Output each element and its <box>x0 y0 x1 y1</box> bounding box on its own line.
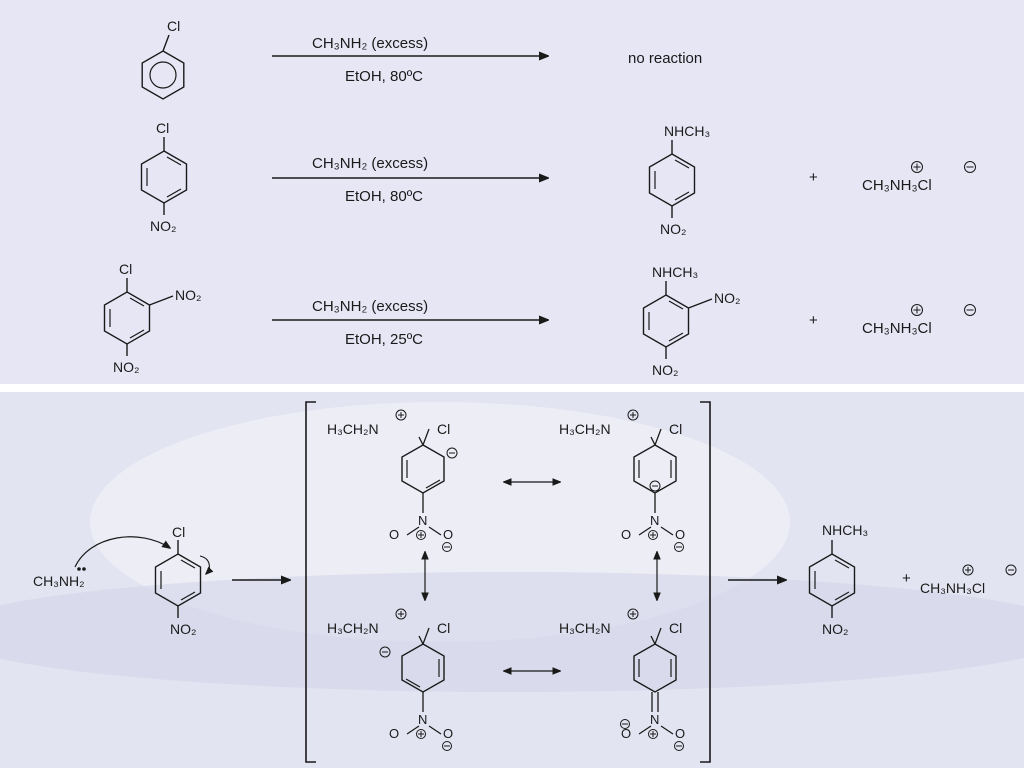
nitro-n-label: N <box>650 513 659 528</box>
charge-plus-icon <box>395 608 407 620</box>
amine-label: H₃CH₂N <box>559 421 611 437</box>
oxygen-label: O <box>675 527 685 542</box>
reaction-1: Cl CH₃NH₂ (excess) EtOH, 80ºC no reactio… <box>141 18 702 100</box>
amine-label: H₃CH₂N <box>327 620 379 636</box>
meisenheimer-intermediate-b: H₃CH₂N Cl N O O <box>559 409 685 552</box>
charge-minus-icon <box>379 646 391 658</box>
amine-label: H₃CH₂N <box>559 620 611 636</box>
dinitrochlorobenzene-structure: Cl NO₂ NO₂ <box>103 261 201 375</box>
reactions-svg: Cl CH₃NH₂ (excess) EtOH, 80ºC no reactio… <box>103 18 976 378</box>
charge-plus-icon <box>962 564 974 576</box>
substituent-label: Cl <box>119 261 132 277</box>
plus-sign: + <box>902 570 911 587</box>
charge-minus-icon <box>620 719 630 729</box>
substituent-label: NO₂ <box>822 621 848 637</box>
chlorobenzene-structure: Cl <box>141 18 185 100</box>
conditions-label: EtOH, 25ºC <box>345 331 423 348</box>
bracket-left <box>305 401 316 763</box>
substituent-label: NO₂ <box>714 290 740 306</box>
substrate-structure: Cl NO₂ <box>154 524 210 637</box>
charge-plus-icon <box>416 729 426 739</box>
substituent-label: Cl <box>167 18 180 34</box>
bracket-right <box>700 401 711 763</box>
n-methyl-nitroaniline-structure: NHCH₃ NO₂ <box>648 123 710 237</box>
charge-minus-icon <box>446 447 458 459</box>
no-reaction-label: no reaction <box>628 50 702 67</box>
charge-plus-icon <box>911 161 923 173</box>
oxygen-label: O <box>675 726 685 741</box>
chloride-label: Cl <box>669 620 682 636</box>
charge-minus-icon <box>674 741 684 751</box>
mechanism-svg: CH₃NH₂ Cl NO₂ H₃CH₂N Cl <box>33 401 1017 763</box>
curved-arrow <box>199 555 209 574</box>
nitro-n-label: N <box>418 513 427 528</box>
reaction-3: Cl NO₂ NO₂ CH₃NH₂ (excess) EtOH, 25ºC NH… <box>103 261 976 378</box>
nitro-n-label: N <box>650 712 659 727</box>
oxygen-label: O <box>389 726 399 741</box>
mechanism-panel: CH₃NH₂ Cl NO₂ H₃CH₂N Cl <box>0 392 1024 768</box>
substituent-label: Cl <box>156 120 169 136</box>
curved-arrow <box>74 536 170 568</box>
byproduct-label: CH₃NH₃Cl <box>920 580 985 596</box>
charge-plus-icon <box>648 729 658 739</box>
byproduct-label: CH₃NH₃Cl <box>862 320 932 337</box>
nitro-n-label: N <box>418 712 427 727</box>
charge-plus-icon <box>395 409 407 421</box>
substituent-label: Cl <box>172 524 185 540</box>
reagent-label: CH₃NH₂ (excess) <box>312 155 428 172</box>
chloride-label: Cl <box>669 421 682 437</box>
charge-minus-icon <box>442 542 452 552</box>
reagent-label: CH₃NH₂ (excess) <box>312 298 428 315</box>
oxygen-label: O <box>621 527 631 542</box>
lone-pair-dot <box>82 567 86 571</box>
reagent-label: CH₃NH₂ (excess) <box>312 35 428 52</box>
substituent-label: NO₂ <box>113 359 139 375</box>
substituent-label: NHCH₃ <box>822 522 868 538</box>
meisenheimer-intermediate-c: H₃CH₂N Cl N O O <box>327 608 453 751</box>
n-methyl-dinitroaniline-structure: NHCH₃ NO₂ NO₂ <box>642 264 740 378</box>
oxygen-label: O <box>389 527 399 542</box>
plus-sign: + <box>809 169 818 186</box>
substituent-label: NO₂ <box>660 221 686 237</box>
chloride-label: Cl <box>437 620 450 636</box>
conditions-label: EtOH, 80ºC <box>345 68 423 85</box>
chloride-label: Cl <box>437 421 450 437</box>
p-chloronitrobenzene-structure: Cl NO₂ <box>140 120 188 234</box>
charge-minus-icon <box>1005 564 1017 576</box>
amine-label: H₃CH₂N <box>327 421 379 437</box>
charge-minus-icon <box>649 480 661 492</box>
reaction-2: Cl NO₂ CH₃NH₂ (excess) EtOH, 80ºC NHCH₃ … <box>140 120 976 237</box>
product-structure: NHCH₃ NO₂ <box>808 522 868 637</box>
substituent-label: NO₂ <box>170 621 196 637</box>
charge-plus-icon <box>911 304 923 316</box>
reactions-panel: Cl CH₃NH₂ (excess) EtOH, 80ºC no reactio… <box>0 0 1024 384</box>
nucleophile-label: CH₃NH₂ <box>33 573 85 589</box>
substituent-label: NO₂ <box>150 218 176 234</box>
substituent-label: NO₂ <box>652 362 678 378</box>
charge-plus-icon <box>416 530 426 540</box>
charge-plus-icon <box>627 608 639 620</box>
substituent-label: NHCH₃ <box>664 123 710 139</box>
charge-plus-icon <box>627 409 639 421</box>
meisenheimer-intermediate-a: H₃CH₂N Cl N O O <box>327 409 458 552</box>
charge-plus-icon <box>648 530 658 540</box>
oxygen-label: O <box>621 726 631 741</box>
conditions-label: EtOH, 80ºC <box>345 188 423 205</box>
charge-minus-icon <box>964 304 976 316</box>
charge-minus-icon <box>442 741 452 751</box>
charge-minus-icon <box>674 542 684 552</box>
substituent-label: NO₂ <box>175 287 201 303</box>
oxygen-label: O <box>443 726 453 741</box>
byproduct-label: CH₃NH₃Cl <box>862 177 932 194</box>
oxygen-label: O <box>443 527 453 542</box>
lone-pair-dot <box>77 567 81 571</box>
meisenheimer-intermediate-d: H₃CH₂N Cl N O O <box>559 608 685 751</box>
plus-sign: + <box>809 312 818 329</box>
substituent-label: NHCH₃ <box>652 264 698 280</box>
charge-minus-icon <box>964 161 976 173</box>
